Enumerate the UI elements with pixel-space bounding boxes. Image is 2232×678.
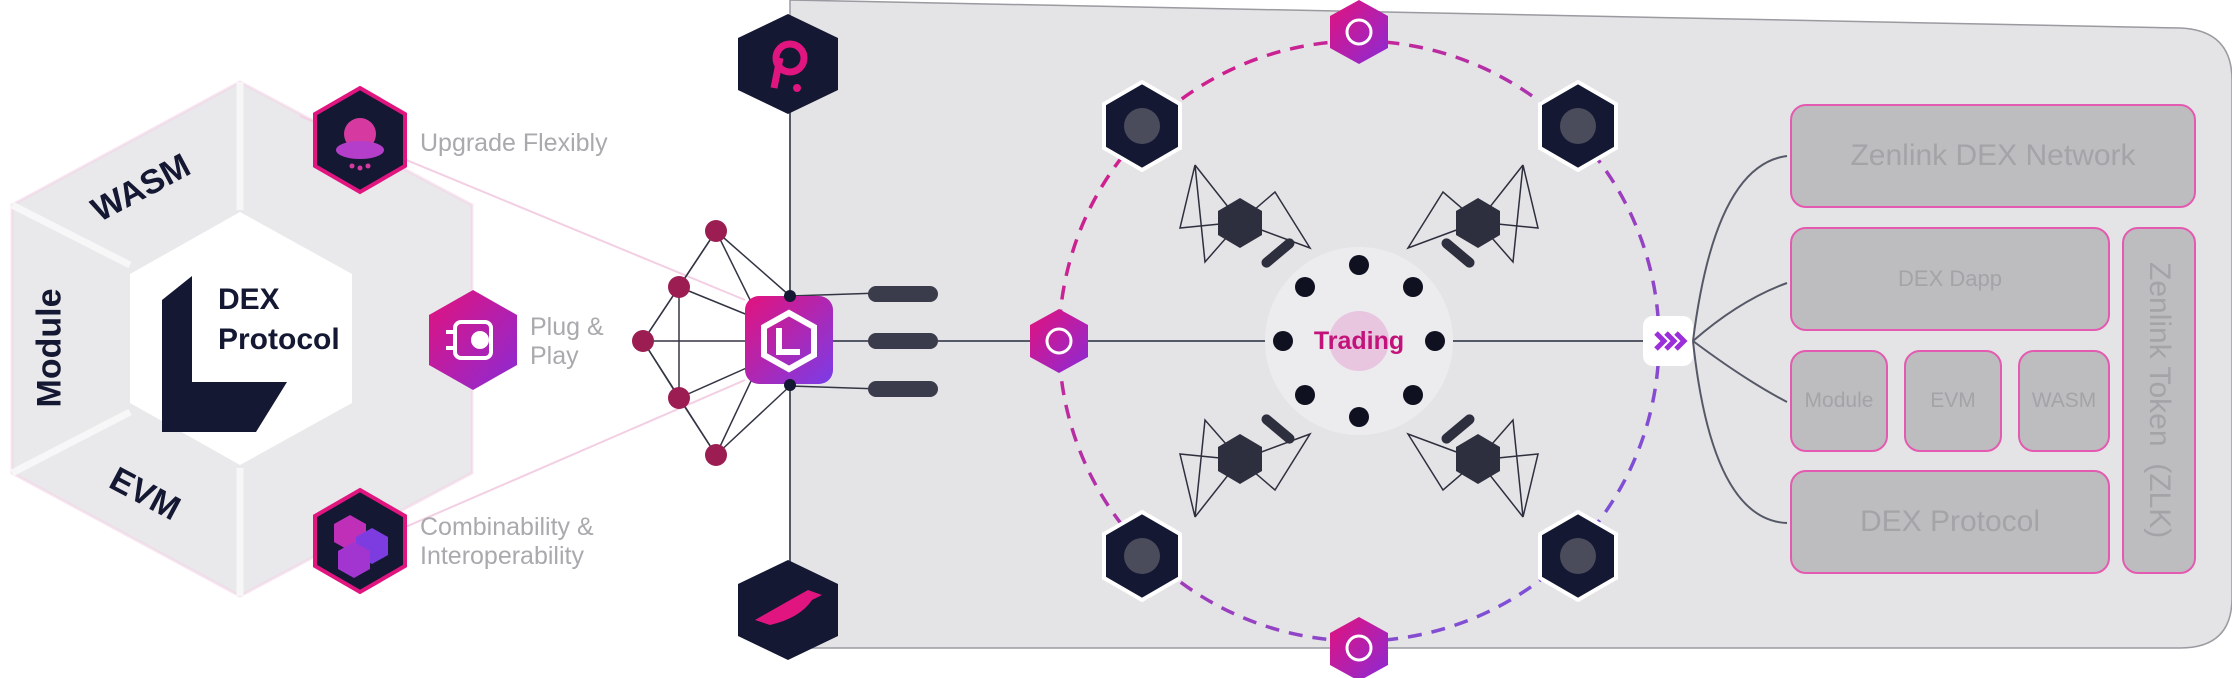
ring-icon-bottom bbox=[1330, 617, 1388, 678]
zenlink-hub-icon[interactable] bbox=[745, 296, 833, 384]
polkadot-badge bbox=[738, 14, 838, 114]
feature-label-combinability-line2: Interoperability bbox=[420, 542, 584, 570]
stack-evm: EVM bbox=[1904, 350, 2002, 452]
hexagon-title-line1: DEX bbox=[218, 283, 280, 316]
feature-label-plug-line2: Play bbox=[530, 342, 579, 370]
ring-icon-left bbox=[1030, 309, 1088, 373]
connector-bars bbox=[868, 286, 938, 397]
stack-zenlink-dex-network: Zenlink DEX Network bbox=[1790, 104, 2196, 208]
trading-label: Trading bbox=[1313, 327, 1405, 355]
hexagon-title-line2: Protocol bbox=[218, 323, 340, 356]
feature-label-upgrade: Upgrade Flexibly bbox=[420, 129, 608, 157]
kusama-badge bbox=[738, 560, 838, 660]
plug-and-play-icon bbox=[429, 290, 517, 390]
stack-zenlink-token-label: Zenlink Token (ZLK) bbox=[2143, 262, 2176, 539]
stack-dex-protocol: DEX Protocol bbox=[1790, 470, 2110, 574]
segment-module: Module bbox=[30, 288, 69, 408]
stack-zenlink-token: Zenlink Token (ZLK) bbox=[2122, 227, 2196, 574]
stack-module: Module bbox=[1790, 350, 1888, 452]
protocol-hexagon bbox=[10, 80, 474, 598]
feature-label-plug-line1: Plug & bbox=[530, 313, 604, 341]
stack-dex-dapp: DEX Dapp bbox=[1790, 227, 2110, 331]
combinability-icon bbox=[313, 487, 407, 595]
upgrade-flexibly-icon bbox=[313, 85, 407, 195]
zenlink-logo-icon bbox=[162, 276, 287, 432]
feature-label-combinability-line1: Combinability & bbox=[420, 513, 594, 541]
chevrons-right-icon[interactable] bbox=[1643, 316, 1693, 366]
stack-wasm: WASM bbox=[2018, 350, 2110, 452]
ring-icon-top bbox=[1330, 0, 1388, 64]
